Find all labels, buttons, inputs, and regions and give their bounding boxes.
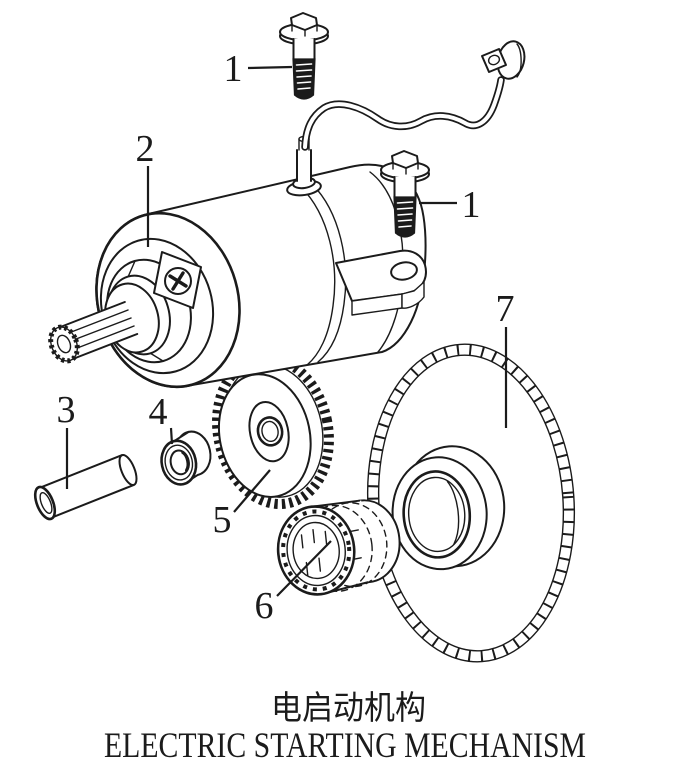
starter-idler-gear: [212, 352, 334, 510]
dowel-pin: [33, 453, 138, 521]
part-label-double-gear: 5: [213, 499, 232, 541]
title-en: ELECTRIC STARTING MECHANISM: [104, 725, 586, 765]
phillips-screw: [153, 251, 202, 309]
part-label-bolt-right: 1: [462, 184, 481, 226]
part-label-one-way-clutch: 6: [255, 585, 274, 627]
driven-gear-hub: [391, 445, 506, 571]
motor-cable: [301, 40, 526, 151]
leader-bushing: [169, 427, 174, 445]
part-label-bolt-top: 1: [224, 48, 243, 90]
motor-spline-shaft: [48, 301, 139, 364]
spacer-bushing: [160, 430, 212, 486]
motor-mounting-lug: [335, 249, 427, 316]
flange-bolt-top: [279, 12, 329, 100]
title-zh: 电启动机构: [271, 690, 426, 727]
leader-one-way-clutch: [276, 540, 332, 597]
starter-driven-gear: [366, 343, 576, 663]
part-label-driven-gear: 7: [496, 288, 515, 330]
one-way-clutch-bearing: [276, 499, 401, 596]
leader-double-gear: [233, 469, 271, 513]
part-label-starter-motor: 2: [136, 128, 155, 170]
leader-bolt-top: [247, 65, 293, 70]
part-label-pin: 3: [57, 389, 76, 431]
starter-motor: [48, 135, 427, 389]
cable-connector: [481, 40, 526, 80]
part-label-bushing: 4: [149, 391, 168, 433]
